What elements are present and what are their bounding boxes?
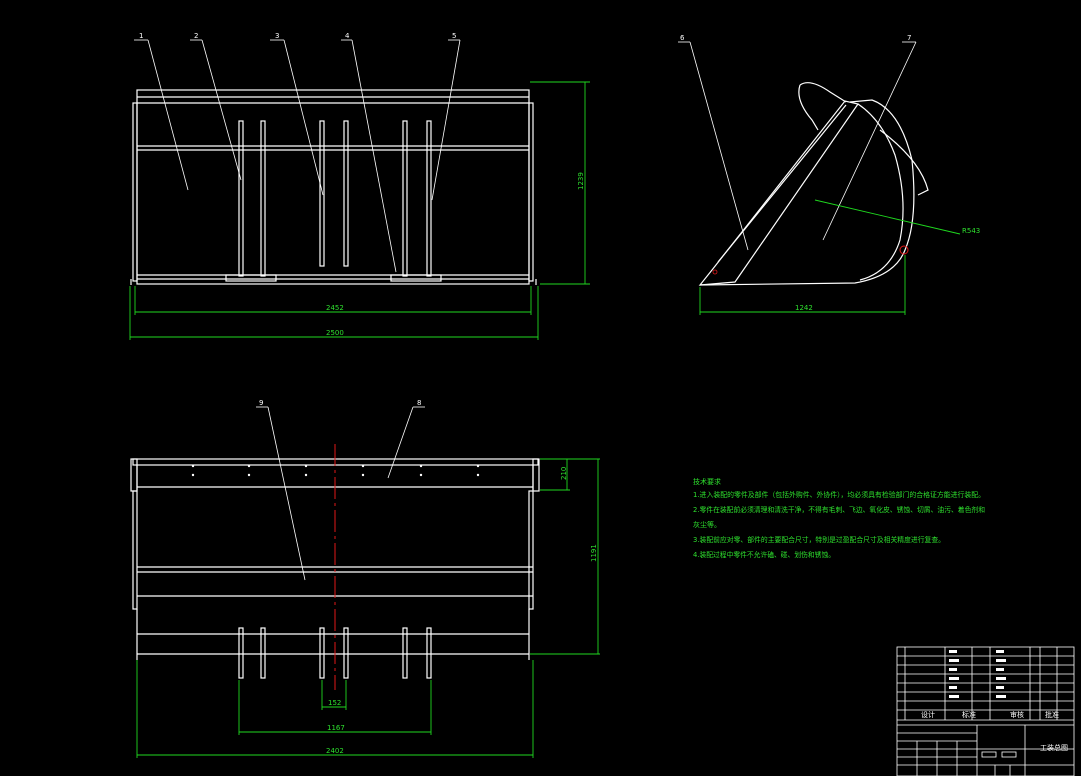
dim-radius: R543 xyxy=(962,227,980,235)
bolt-holes xyxy=(191,464,480,477)
callout-9: 9 xyxy=(259,399,263,407)
parts-list xyxy=(897,647,1074,721)
tech-note-line-1: 1.进入装配的零件及部件（包括外购件、外协件），均必须具有检验部门的合格证方能进… xyxy=(693,490,985,499)
dim-teeth-span: 1167 xyxy=(327,724,345,732)
dim-top-depth: 1191 xyxy=(590,544,598,562)
title-block-header-1: 设计 xyxy=(921,710,935,719)
title-block-header-3: 审核 xyxy=(1010,710,1024,719)
callout-7: 7 xyxy=(907,34,911,42)
title-block-header-4: 批准 xyxy=(1045,710,1059,719)
callout-6: 6 xyxy=(680,34,685,42)
drawing-name: 工装总图 xyxy=(1040,743,1068,752)
dim-tooth-gap: 152 xyxy=(328,699,341,707)
dim-height: 1239 xyxy=(577,172,585,190)
callout-2: 2 xyxy=(194,32,198,40)
title-block: 设计 标准 审核 批准 工装总图 xyxy=(896,646,1075,776)
callout-8: 8 xyxy=(417,399,421,407)
dim-top-width: 2402 xyxy=(326,747,344,755)
tech-note-line-5: 4.装配过程中零件不允许磕、碰、划伤和锈蚀。 xyxy=(693,550,835,559)
side-view: 6 7 1242 R543 xyxy=(678,34,980,315)
dim-lip: 210 xyxy=(560,467,568,480)
callout-3: 3 xyxy=(275,32,279,40)
callout-4: 4 xyxy=(345,32,350,40)
callout-5: 5 xyxy=(452,32,456,40)
dim-overall-width: 2500 xyxy=(326,329,344,337)
technical-notes: 技术要求 1.进入装配的零件及部件（包括外购件、外协件），均必须具有检验部门的合… xyxy=(693,477,985,559)
front-view: 1 2 3 4 5 2452 2500 1239 xyxy=(129,32,590,340)
title-block-header-2: 标准 xyxy=(962,710,976,719)
tech-note-line-2: 2.零件在装配前必须清理和清洗干净，不得有毛刺、飞边、氧化皮、锈蚀、切屑、油污、… xyxy=(693,505,985,514)
callout-1: 1 xyxy=(139,32,143,40)
dim-inner-width: 2452 xyxy=(326,304,344,312)
top-view: 9 8 210 1191 152 1167 2402 xyxy=(130,399,600,758)
dim-side-depth: 1242 xyxy=(795,304,813,312)
tech-notes-title: 技术要求 xyxy=(693,477,721,486)
tech-note-line-3: 灰尘等。 xyxy=(693,520,721,529)
tech-note-line-4: 3.装配前应对零、部件的主要配合尺寸，特别是过盈配合尺寸及相关精度进行复查。 xyxy=(693,535,945,544)
